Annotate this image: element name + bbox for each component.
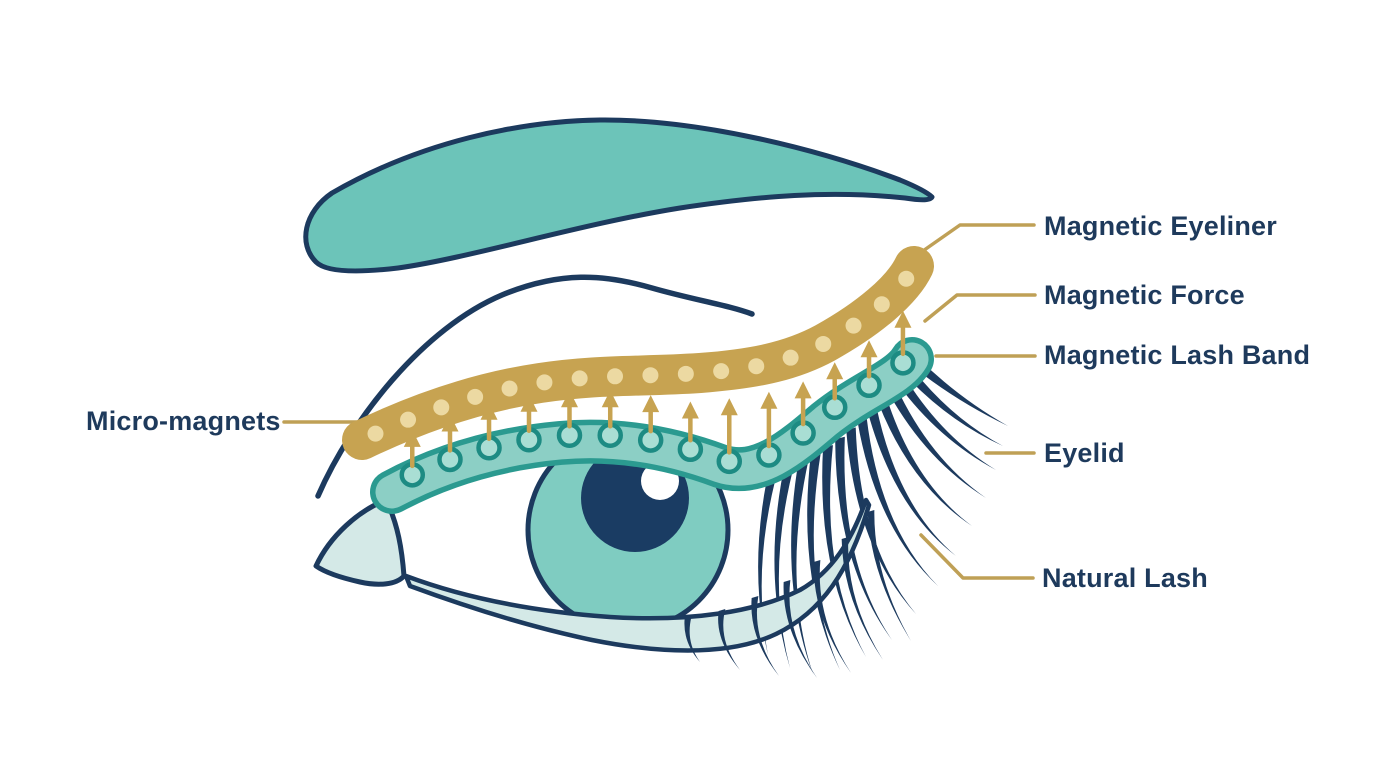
upper-lash — [791, 457, 813, 674]
crease-path — [315, 274, 755, 499]
micro-magnet-dot — [713, 363, 730, 380]
lower-lash — [813, 559, 851, 673]
natural-lashes-lower — [684, 509, 911, 678]
micro-magnet-dot — [501, 380, 518, 397]
upper-lash — [807, 451, 840, 670]
force-arrow-head — [760, 391, 778, 409]
micro-magnet-dot — [536, 374, 553, 391]
magnetic-eyeliner-leader-line — [918, 223, 1036, 255]
label-magnetic-eyeliner: Magnetic Eyeliner — [1044, 211, 1277, 241]
micro-magnet-dot — [873, 296, 890, 313]
micro-magnet-dot — [607, 368, 624, 385]
lower-lash — [867, 509, 911, 641]
micro-magnet-dot — [571, 370, 588, 387]
micro-magnet-dot — [782, 349, 799, 366]
label-natural-lash: Natural Lash — [1042, 563, 1208, 593]
magnetic-eyeliner-band — [342, 246, 934, 460]
label-micro-magnets: Micro-magnets — [86, 406, 281, 436]
micro-magnet-dot — [400, 411, 417, 428]
lower-lash — [684, 617, 700, 662]
force-arrow-head — [681, 401, 699, 419]
micro-magnet-dot — [367, 425, 384, 442]
eyebrow-shape — [303, 117, 935, 274]
natural-lash-leader-line — [919, 533, 1035, 580]
force-arrow-head — [794, 381, 812, 399]
force-arrow-head — [601, 390, 619, 408]
upper-lash — [822, 445, 866, 657]
micro-magnet-dot — [467, 388, 484, 405]
micro-magnet-dot — [815, 335, 832, 352]
eyelid-crease-line — [315, 274, 755, 499]
micro-magnet-dot — [677, 365, 694, 382]
lower-lash — [751, 595, 779, 676]
micro-magnet-dot — [898, 270, 915, 287]
force-arrow-head — [894, 310, 912, 328]
label-eyelid: Eyelid — [1044, 438, 1125, 468]
lower-lash — [841, 536, 883, 660]
force-arrow-head — [642, 395, 660, 413]
micro-magnet-dot — [433, 399, 450, 416]
micro-magnet-dot — [642, 367, 659, 384]
label-magnetic-lash-band: Magnetic Lash Band — [1044, 340, 1311, 370]
magnetic-lash-band — [370, 337, 934, 514]
upper-lash — [857, 416, 938, 586]
eyebrow — [303, 117, 935, 274]
tear-duct-shape — [313, 497, 407, 587]
lower-lash — [718, 608, 740, 670]
lower-lash — [783, 579, 817, 678]
upper-lash — [877, 396, 972, 526]
magnetic-force-leader-line — [923, 293, 1037, 323]
upper-lash — [758, 451, 783, 655]
micro-magnet-dot — [845, 317, 862, 334]
magnetic-force-arrows — [403, 310, 912, 469]
micro-magnet-dot — [748, 358, 765, 375]
upper-lash — [846, 427, 916, 614]
tear-duct — [313, 497, 407, 587]
force-arrow-head — [826, 362, 844, 380]
force-arrow-head — [720, 398, 738, 416]
label-magnetic-force: Magnetic Force — [1044, 280, 1245, 310]
upper-lash — [912, 357, 1008, 426]
force-arrow-head — [860, 340, 878, 358]
upper-lash — [867, 406, 956, 556]
